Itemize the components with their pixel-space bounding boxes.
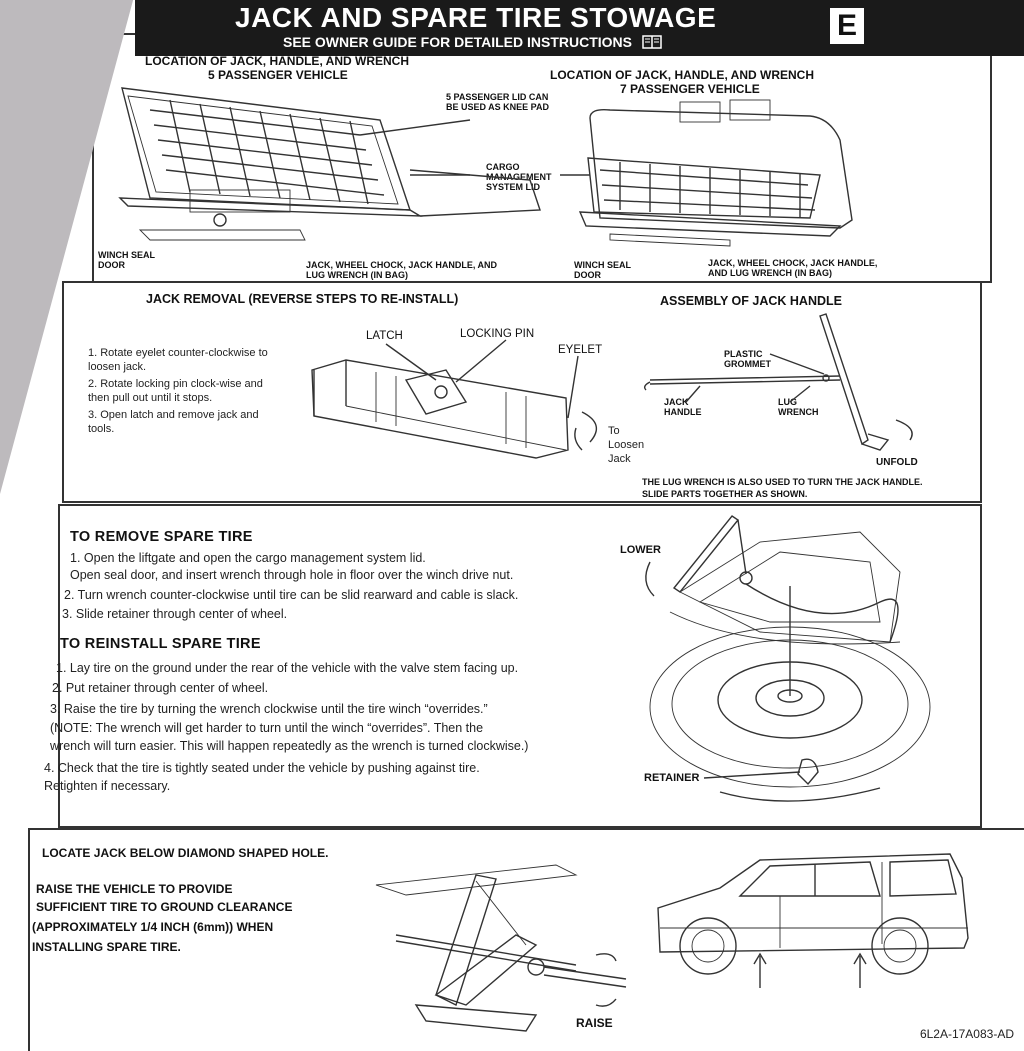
five-bag-label: JACK, WHEEL CHOCK, JACK HANDLE, AND LUG … bbox=[306, 260, 516, 280]
jack-step-3: 3. Open latch and remove jack and tools. bbox=[88, 408, 274, 436]
subtitle-text: SEE OWNER GUIDE FOR DETAILED INSTRUCTION… bbox=[283, 34, 632, 50]
page-title: JACK AND SPARE TIRE STOWAGE bbox=[235, 2, 755, 34]
scissor-jack-drawing bbox=[376, 855, 626, 1045]
reinstall-step-3-note: (NOTE: The wrench will get harder to tur… bbox=[50, 720, 483, 737]
jack-stowage-drawing bbox=[306, 340, 616, 460]
suv-drawing bbox=[650, 848, 975, 998]
reinstall-step-3-note-cont: wrench will turn easier. This will happe… bbox=[50, 738, 528, 755]
reinstall-step-4-cont: Retighten if necessary. bbox=[44, 778, 170, 795]
remove-step-1b: Open seal door, and insert wrench throug… bbox=[70, 567, 513, 584]
lid-label: 5 PASSENGER LID CAN BE USED AS KNEE PAD bbox=[446, 92, 556, 112]
header-bar: JACK AND SPARE TIRE STOWAGE SEE OWNER GU… bbox=[135, 0, 1024, 56]
locate-jack-text: LOCATE JACK BELOW DIAMOND SHAPED HOLE. bbox=[42, 846, 328, 860]
seven-passenger-cargo-drawing bbox=[580, 100, 870, 265]
part-number: 6L2A-17A083-AD bbox=[920, 1027, 1014, 1041]
remove-step-3: 3. Slide retainer through center of whee… bbox=[62, 606, 287, 623]
remove-step-2: 2. Turn wrench counter-clockwise until t… bbox=[64, 587, 518, 604]
book-icon bbox=[642, 35, 662, 49]
reinstall-step-4: 4. Check that the tire is tightly seated… bbox=[44, 760, 480, 777]
five-passenger-heading: LOCATION OF JACK, HANDLE, AND WRENCH bbox=[145, 54, 409, 68]
remove-step-1a: 1. Open the liftgate and open the cargo … bbox=[70, 550, 426, 567]
reinstall-step-3: 3. Raise the tire by turning the wrench … bbox=[50, 701, 488, 718]
raise-line-3: (APPROXIMATELY 1/4 INCH (6mm)) WHEN bbox=[32, 918, 273, 936]
locking-pin-label: LOCKING PIN bbox=[460, 328, 534, 340]
spare-tire-drawing bbox=[640, 512, 940, 822]
remove-heading: TO REMOVE SPARE TIRE bbox=[70, 529, 253, 545]
five-passenger-cargo-drawing bbox=[110, 80, 450, 260]
reinstall-heading: TO REINSTALL SPARE TIRE bbox=[60, 636, 261, 652]
jack-removal-heading: JACK REMOVAL (REVERSE STEPS TO RE-INSTAL… bbox=[146, 292, 458, 306]
raise-line-4: INSTALLING SPARE TIRE. bbox=[32, 938, 181, 956]
assembly-heading: ASSEMBLY OF JACK HANDLE bbox=[660, 294, 842, 308]
jack-handle-drawing bbox=[640, 310, 930, 460]
assembly-note: THE LUG WRENCH IS ALSO USED TO TURN THE … bbox=[642, 476, 942, 500]
jack-step-2: 2. Rotate locking pin clock-wise and the… bbox=[88, 377, 284, 405]
reinstall-step-2: 2. Put retainer through center of wheel. bbox=[52, 680, 268, 697]
seven-passenger-heading: LOCATION OF JACK, HANDLE, AND WRENCH bbox=[550, 68, 814, 82]
reinstall-step-1: 1. Lay tire on the ground under the rear… bbox=[56, 660, 518, 677]
jack-step-1: 1. Rotate eyelet counter-clockwise to lo… bbox=[88, 346, 284, 374]
section-badge: E bbox=[830, 8, 864, 44]
raise-line-1: RAISE THE VEHICLE TO PROVIDE bbox=[36, 880, 232, 898]
seven-passenger-subheading: 7 PASSENGER VEHICLE bbox=[620, 82, 760, 96]
raise-line-2: SUFFICIENT TIRE TO GROUND CLEARANCE bbox=[36, 898, 292, 916]
page-subtitle: SEE OWNER GUIDE FOR DETAILED INSTRUCTION… bbox=[283, 34, 662, 50]
